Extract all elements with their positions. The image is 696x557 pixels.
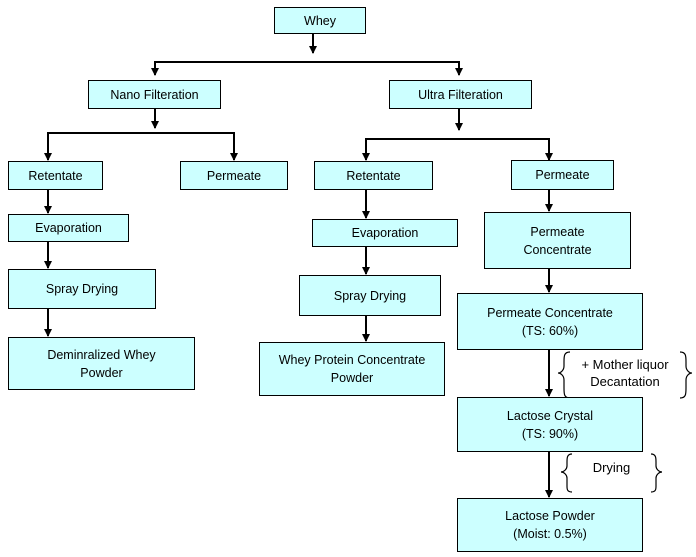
node-label: Spray Drying <box>333 288 407 303</box>
node-nf-evaporation: Evaporation <box>8 214 129 242</box>
node-label: Lactose Crystal (TS: 90%) <box>506 408 594 441</box>
mother-liquor-right-brace <box>679 351 693 399</box>
edge-nano-split <box>47 132 235 157</box>
note-mother-liquor-decantation: + Mother liquor Decantation <box>581 357 669 389</box>
node-label: Permeate <box>535 168 590 182</box>
edge-ultra-split <box>365 138 550 157</box>
node-demineralized-whey-powder: Deminralized Whey Powder <box>8 337 195 390</box>
node-label: Evaporation <box>351 226 419 240</box>
node-label: Nano Filteration <box>110 87 199 102</box>
node-nf-spray-drying: Spray Drying <box>8 269 156 309</box>
node-label: Permeate <box>206 168 262 183</box>
node-lactose-powder: Lactose Powder (Moist: 0.5%) <box>457 498 643 552</box>
edge-whey-split <box>154 61 460 73</box>
node-label: Permeate Concentrate <box>523 224 592 257</box>
node-label: Permeate Concentrate (TS: 60%) <box>487 305 613 338</box>
mother-liquor-left-brace <box>557 351 571 399</box>
node-uf-evaporation: Evaporation <box>312 219 458 247</box>
node-label: Lactose Powder (Moist: 0.5%) <box>505 509 595 541</box>
node-label: Deminralized Whey Powder <box>47 347 156 380</box>
node-uf-permeate: Permeate <box>511 160 614 190</box>
node-label: Whey <box>304 13 336 28</box>
note-drying: Drying <box>592 460 631 475</box>
node-uf-spray-drying: Spray Drying <box>299 275 441 316</box>
node-whey-protein-concentrate-powder: Whey Protein Concentrate Powder <box>259 342 445 396</box>
node-uf-retentate: Retentate <box>314 161 433 190</box>
node-whey: Whey <box>274 7 366 34</box>
node-label: Whey Protein Concentrate Powder <box>278 353 426 385</box>
node-lactose-crystal: Lactose Crystal (TS: 90%) <box>457 397 643 452</box>
node-nf-permeate: Permeate <box>180 161 288 190</box>
node-label: Retentate <box>28 168 83 183</box>
drying-right-brace <box>650 453 663 493</box>
node-nf-retentate: Retentate <box>8 161 103 190</box>
node-label: Ultra Filteration <box>418 87 503 102</box>
node-label: Spray Drying <box>45 282 119 296</box>
node-ultra-filteration: Ultra Filteration <box>389 80 532 109</box>
node-label: Evaporation <box>35 221 102 235</box>
node-permeate-concentrate-ts60: Permeate Concentrate (TS: 60%) <box>457 293 643 350</box>
drying-left-brace <box>560 453 573 493</box>
node-label: Retentate <box>346 168 401 183</box>
node-permeate-concentrate: Permeate Concentrate <box>484 212 631 269</box>
node-nano-filteration: Nano Filteration <box>88 80 221 109</box>
